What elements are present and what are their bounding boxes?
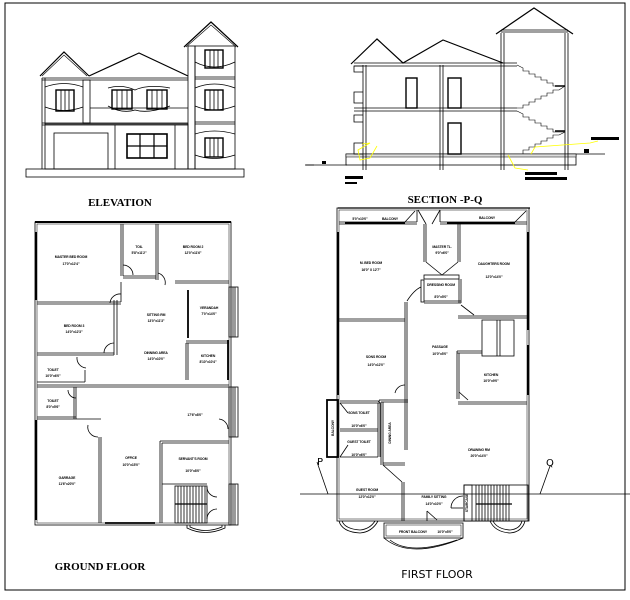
gf-room-label: KITCHEN <box>201 354 216 358</box>
gf-room-size: 7'0"x14'0" <box>201 312 217 316</box>
gf-room-label: VERANDAH <box>200 306 219 310</box>
gf-room-size: 13'0"x11'3" <box>148 319 165 323</box>
ff-room-size: 14'0"x10'0" <box>426 502 443 506</box>
ff-room-label: BALCONY <box>479 216 496 220</box>
ff-room-size: 12'0"x14'0" <box>486 275 503 279</box>
gf-room-size: 10'0"x8'0" <box>185 469 201 473</box>
gf-room-size: 14'0"x12'3" <box>66 330 83 334</box>
gf-room-label: TOILET <box>47 399 59 403</box>
gf-room-size: 8'0"x5'6" <box>46 405 60 409</box>
ff-room-label: DAUGHTERS ROOM <box>478 262 510 266</box>
ff-room-label: DINING AREA <box>388 422 392 444</box>
ff-room-size: 5'0"x10'0" <box>352 217 368 221</box>
ff-room-label: STAIRCASE <box>465 493 469 512</box>
gf-room-label: DINNING AREA <box>144 351 168 355</box>
ff-room-size: 9'0"x6'0" <box>435 251 449 255</box>
gf-room-label: OFFICE <box>125 456 138 460</box>
ff-room-label: BALCONY <box>331 419 335 436</box>
ff-room-size: 10'0"x9'0" <box>483 379 499 383</box>
ff-room-label: FRONT BALCONY <box>399 530 428 534</box>
first-floor-plan <box>300 207 630 550</box>
first-floor-title: FIRST FLOOR <box>401 568 473 581</box>
gf-room-size: 12'0"x11'6" <box>185 251 202 255</box>
ff-room-label: DRAWING RM <box>468 448 490 452</box>
ground-floor-plan <box>34 221 239 533</box>
gf-room-label: GARRAGE <box>59 476 76 480</box>
gf-room-label: TOIL <box>135 245 142 249</box>
section-title: SECTION -P-Q <box>408 194 483 206</box>
ff-room-label: FAMILY SITTING <box>422 495 447 499</box>
sheet-border <box>4 2 626 591</box>
ff-room-label: SONS ROOM <box>366 355 386 359</box>
ff-room-size: 16'0" X 12'7" <box>362 268 381 272</box>
section-view <box>306 7 605 170</box>
ff-room-size: 10'0"x5'0" <box>437 530 453 534</box>
gf-room-size: 10'0"x15'0" <box>123 463 140 467</box>
ff-room-label: MASTER TL. <box>432 245 452 249</box>
ff-room-label: BALCONY <box>382 217 399 221</box>
elevation-view <box>25 21 314 178</box>
gf-room-label: BED ROOM 3 <box>64 324 85 328</box>
first-floor-labels: 5'0"x10'0" BALCONY BALCONY M. BED ROOM 1… <box>331 216 510 534</box>
gf-room-size: 10'0"x6'0" <box>45 374 61 378</box>
ff-room-label: M. BED ROOM <box>360 261 383 265</box>
ff-room-label: DRESSING ROOM <box>427 283 455 287</box>
section-marker-p: P <box>317 457 323 468</box>
ff-room-label: GUEST TOILET <box>347 440 371 444</box>
gf-room-size: 17'6"x8'0" <box>187 413 203 417</box>
ff-room-label: PASSAGE <box>432 345 448 349</box>
gf-room-size: 8'10"x10'4" <box>200 360 217 364</box>
ff-room-size: 20'0"x14'0" <box>471 454 488 458</box>
ff-room-size: 8'0"x5'0" <box>434 295 448 299</box>
gf-room-size: 14'0"x10'0" <box>148 357 165 361</box>
ff-room-size: 10'0"x6'0" <box>351 424 367 428</box>
gf-room-label: SERVANT'S ROOM <box>178 457 207 461</box>
gf-room-label: TOILET <box>47 368 59 372</box>
ground-floor-labels: MASTER BED ROOM 17'0"x12'4" TOIL 5'8"x11… <box>45 245 219 486</box>
gf-room-size: 11'6"x20'0" <box>59 482 76 486</box>
ff-room-label: GUEST ROOM <box>356 488 378 492</box>
gf-room-size: 5'8"x11'2" <box>132 251 147 255</box>
ff-room-size: 10'0"x5'0" <box>432 352 448 356</box>
gf-room-label: MASTER BED ROOM <box>55 255 88 259</box>
gf-room-label: SITTING RM <box>147 313 166 317</box>
section-marker-q: Q <box>546 458 554 469</box>
ff-room-label: SONS TOILET <box>348 411 370 415</box>
elevation-title: ELEVATION <box>88 197 152 209</box>
ff-room-size: 12'0"x12'0" <box>359 495 376 499</box>
ff-room-label: KITCHEN <box>484 373 499 377</box>
section-annotations <box>322 137 619 184</box>
ground-floor-title: GROUND FLOOR <box>55 561 147 573</box>
ff-room-size: 10'0"x6'0" <box>351 453 367 457</box>
gf-room-size: 17'0"x12'4" <box>63 262 80 266</box>
gf-room-label: BED ROOM 2 <box>183 245 204 249</box>
ff-room-size: 14'0"x12'0" <box>368 363 385 367</box>
